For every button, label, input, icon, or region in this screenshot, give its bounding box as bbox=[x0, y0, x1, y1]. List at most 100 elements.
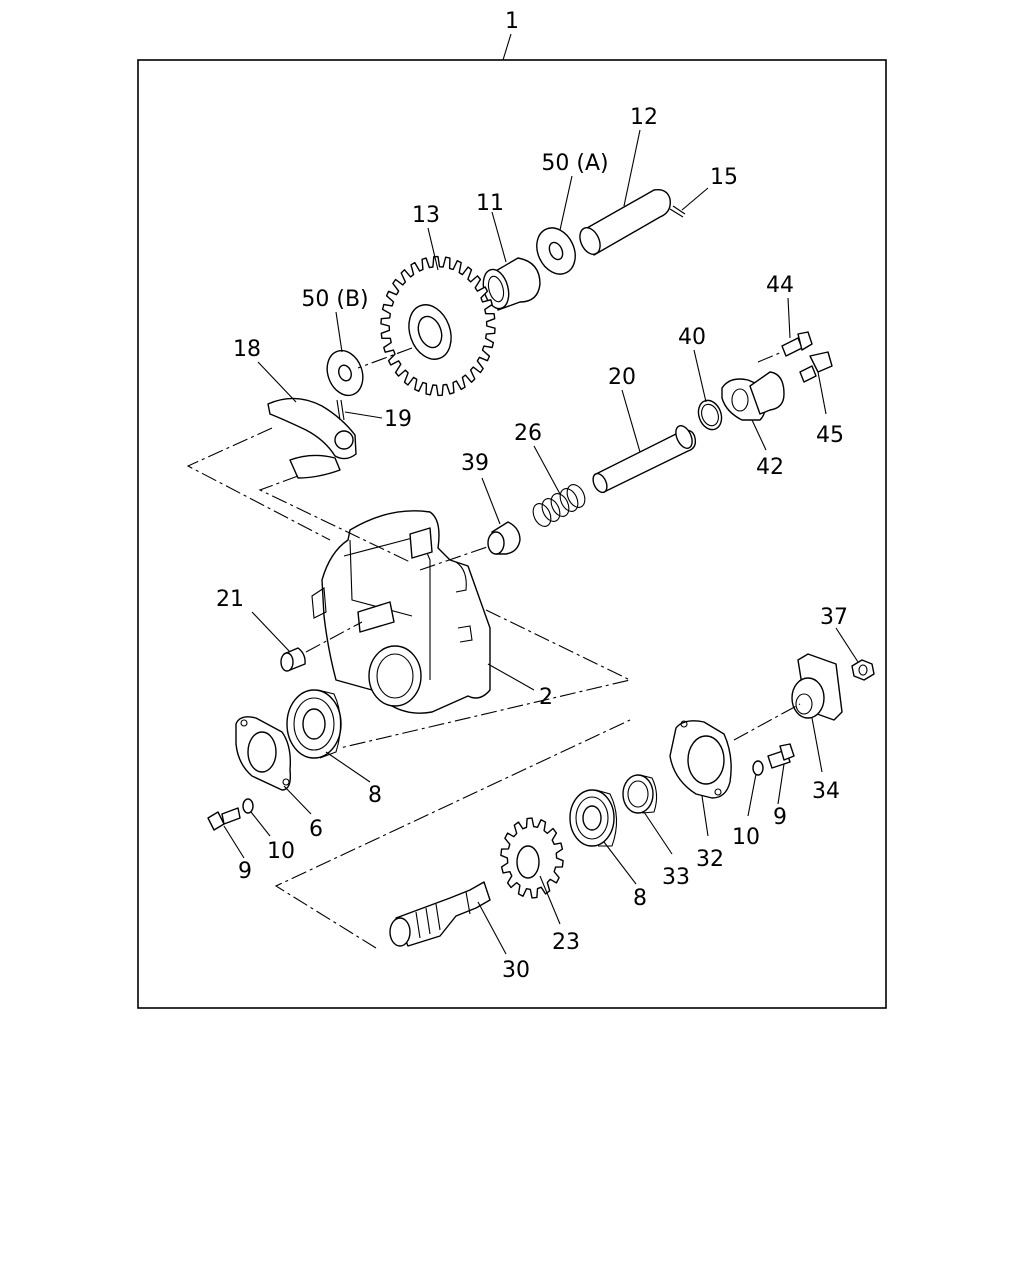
leader-50a bbox=[559, 175, 573, 231]
switch-housing-part-42 bbox=[721, 371, 785, 421]
flange-part-34 bbox=[791, 653, 843, 721]
assembly-line-flange bbox=[733, 703, 801, 741]
callout-45: 45 bbox=[816, 423, 844, 448]
o-ring-part-40 bbox=[697, 399, 723, 431]
spring-part-26 bbox=[532, 484, 586, 527]
leader-23 bbox=[539, 875, 561, 925]
leader-1 bbox=[502, 33, 512, 61]
cover-part-32 bbox=[669, 720, 732, 799]
collar-part-39 bbox=[487, 521, 521, 555]
leader-2 bbox=[487, 663, 535, 691]
leader-33 bbox=[643, 811, 673, 855]
callout-8-left: 8 bbox=[368, 783, 382, 808]
callout-19: 19 bbox=[384, 407, 412, 432]
callout-30: 30 bbox=[502, 958, 530, 983]
gasket-part-6 bbox=[235, 716, 292, 791]
leader-26 bbox=[533, 445, 561, 495]
leader-10-left bbox=[250, 811, 271, 837]
callout-12: 12 bbox=[630, 105, 658, 130]
leader-39 bbox=[481, 477, 501, 525]
leader-8-right bbox=[603, 841, 637, 885]
leader-13 bbox=[427, 227, 439, 271]
callout-42: 42 bbox=[756, 455, 784, 480]
leader-20 bbox=[621, 389, 641, 453]
shift-rod-part-20 bbox=[592, 425, 697, 494]
leader-50b bbox=[335, 311, 343, 353]
callout-37: 37 bbox=[820, 605, 848, 630]
leader-9-left bbox=[223, 825, 245, 859]
callout-26: 26 bbox=[514, 421, 542, 446]
leader-37 bbox=[835, 627, 859, 663]
callout-20: 20 bbox=[608, 365, 636, 390]
assembly-line-switch bbox=[757, 351, 783, 363]
leader-21 bbox=[251, 611, 291, 653]
assembly-line-gear bbox=[357, 347, 413, 369]
leader-11 bbox=[491, 211, 507, 263]
callout-9-right: 9 bbox=[773, 805, 787, 830]
callout-34: 34 bbox=[812, 779, 840, 804]
washer-part-50b bbox=[326, 349, 364, 397]
shaft-part-12 bbox=[579, 189, 671, 256]
callout-10-left: 10 bbox=[267, 839, 295, 864]
leader-32 bbox=[701, 795, 709, 837]
callout-21: 21 bbox=[216, 587, 244, 612]
leader-44 bbox=[787, 297, 791, 339]
assembly-line-shaft bbox=[274, 719, 631, 949]
bolt-part-44 bbox=[781, 331, 813, 357]
bolt-part-9-right bbox=[767, 743, 795, 769]
washer-part-10-right bbox=[752, 760, 764, 776]
callout-39: 39 bbox=[461, 451, 489, 476]
callout-15: 15 bbox=[710, 165, 738, 190]
callout-11: 11 bbox=[476, 191, 504, 216]
gear-part-23 bbox=[500, 817, 564, 899]
callout-50b: 50 (B) bbox=[301, 287, 368, 312]
assembly-line-fork bbox=[186, 427, 331, 541]
leader-19 bbox=[344, 411, 383, 419]
leader-6 bbox=[283, 785, 312, 815]
callout-50a: 50 (A) bbox=[541, 151, 608, 176]
leader-40 bbox=[693, 349, 707, 403]
bushing-part-11 bbox=[482, 257, 541, 311]
callout-18: 18 bbox=[233, 337, 261, 362]
assembly-line-case bbox=[339, 609, 632, 749]
callout-32: 32 bbox=[696, 847, 724, 872]
diagram-frame bbox=[137, 59, 887, 1009]
assembly-line-rod bbox=[419, 545, 491, 571]
plug-part-21 bbox=[280, 647, 306, 672]
callout-1: 1 bbox=[505, 9, 519, 34]
leader-42 bbox=[751, 419, 767, 451]
callout-40: 40 bbox=[678, 325, 706, 350]
callout-6: 6 bbox=[309, 817, 323, 842]
callout-13: 13 bbox=[412, 203, 440, 228]
seal-part-33 bbox=[622, 774, 658, 814]
leader-45 bbox=[817, 371, 827, 415]
shift-fork-part-18 bbox=[267, 397, 357, 479]
callout-2: 2 bbox=[539, 685, 553, 710]
leader-34 bbox=[811, 717, 823, 773]
bolt-part-9-left bbox=[207, 807, 241, 831]
leader-18 bbox=[257, 361, 297, 403]
nut-part-37 bbox=[851, 659, 875, 681]
washer-part-10-left bbox=[242, 798, 254, 814]
leader-12 bbox=[623, 129, 641, 207]
output-shaft-part-30 bbox=[389, 881, 491, 947]
plug-part-45 bbox=[799, 351, 833, 383]
leader-15 bbox=[681, 187, 709, 211]
leader-8-left bbox=[325, 751, 371, 783]
leader-30 bbox=[477, 901, 507, 955]
bearing-part-8-left bbox=[286, 689, 342, 759]
gear-part-13 bbox=[380, 255, 496, 397]
callout-9-left: 9 bbox=[238, 859, 252, 884]
callout-8-right: 8 bbox=[633, 886, 647, 911]
pin-part-15 bbox=[669, 205, 686, 218]
callout-44: 44 bbox=[766, 273, 794, 298]
callout-10-right: 10 bbox=[732, 825, 760, 850]
bearing-part-8-right bbox=[569, 789, 618, 847]
assembly-line-fork-lower bbox=[258, 475, 411, 563]
case-part-2 bbox=[311, 510, 491, 714]
leader-9-right bbox=[777, 763, 785, 805]
pin-part-19 bbox=[336, 399, 345, 421]
callout-33: 33 bbox=[662, 865, 690, 890]
callout-23: 23 bbox=[552, 930, 580, 955]
